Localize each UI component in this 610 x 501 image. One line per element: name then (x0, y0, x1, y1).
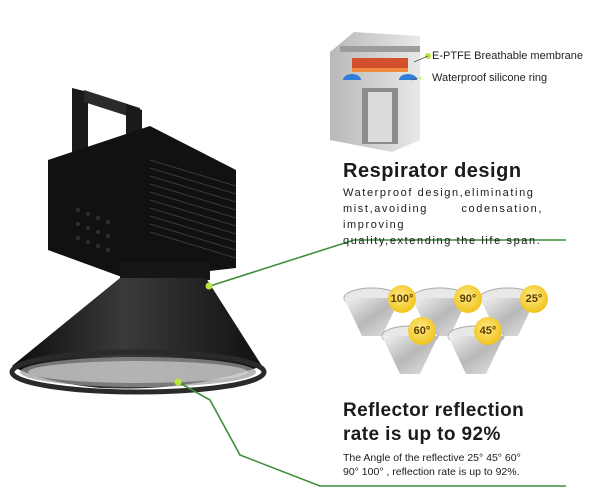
reflector-title-line: rate is up to 92% (343, 424, 501, 445)
respirator-description: Waterproof design,eliminating mist,avoid… (343, 185, 543, 249)
angle-badge: 90° (454, 285, 482, 313)
respirator-line: quality,extending the life span. (343, 235, 542, 247)
reflector-description: The Angle of the reflective 25° 45° 60° … (343, 451, 573, 479)
angle-badge: 60° (408, 317, 436, 345)
angle-badge: 45° (474, 317, 502, 345)
reflector-line: The Angle of the reflective 25° 45° 60° (343, 452, 521, 464)
angle-badge: 100° (388, 285, 416, 313)
lamp-illustration (9, 88, 267, 395)
respirator-line: mist,avoiding codensation, improving (343, 203, 543, 231)
reflector-cups (343, 287, 537, 374)
respirator-cutaway (330, 32, 429, 152)
reflector-title: Reflector reflection rate is up to 92% (343, 399, 524, 447)
respirator-line: Waterproof design,eliminating (343, 187, 535, 199)
connector-lines (177, 239, 566, 487)
respirator-title: Respirator design (343, 160, 522, 182)
angle-badge: 25° (520, 285, 548, 313)
membrane-callout: E-PTFE Breathable membrane (432, 50, 584, 62)
silicone-ring-callout: Waterproof silicone ring (432, 72, 548, 84)
reflector-title-line: Reflector reflection (343, 400, 525, 421)
reflector-line: 90° 100° , reflection rate is up to 92%. (343, 466, 520, 478)
